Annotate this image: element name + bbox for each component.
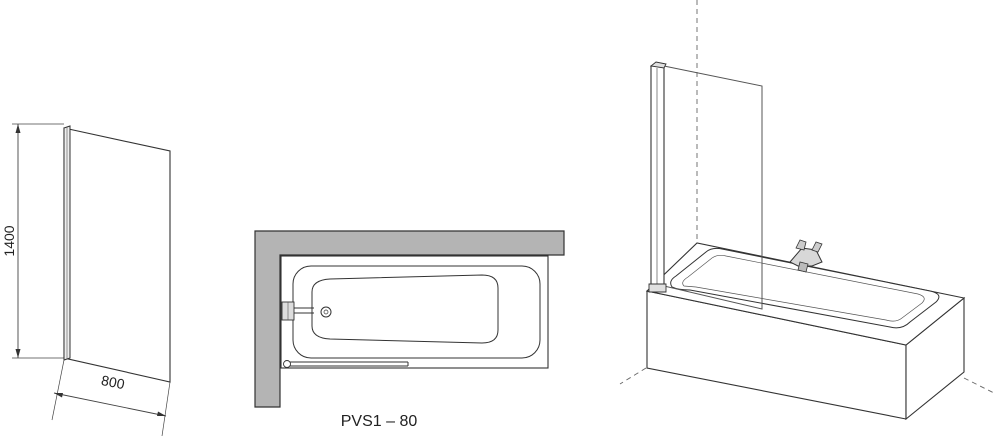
- floor-line-left: [619, 367, 647, 385]
- plan-view: PVS1 – 80: [254, 230, 565, 430]
- width-dimension-line: [53, 392, 167, 417]
- width-extension-right: [161, 381, 171, 437]
- width-label: 800: [100, 372, 126, 392]
- faucet-icon: [789, 239, 823, 273]
- width-extension-left: [51, 359, 65, 421]
- screen-wall-profile: [648, 61, 667, 293]
- screen-plan-icon: [283, 360, 409, 368]
- bathtub-inner: [670, 247, 940, 329]
- perspective-view: [619, 0, 997, 421]
- height-label: 1400: [1, 225, 17, 256]
- panel-elevation: 1400 800: [1, 123, 171, 437]
- height-arrow-bottom: [15, 349, 21, 358]
- height-arrow-top: [15, 124, 21, 133]
- tap-icon: [281, 301, 314, 321]
- bathtub-basin: [311, 274, 499, 344]
- wall-section: [254, 230, 565, 408]
- width-arrow-right: [157, 411, 166, 416]
- model-caption: PVS1 – 80: [341, 413, 418, 430]
- glass-panel: [63, 127, 171, 383]
- floor-line-right: [963, 377, 997, 395]
- width-arrow-left: [54, 393, 63, 398]
